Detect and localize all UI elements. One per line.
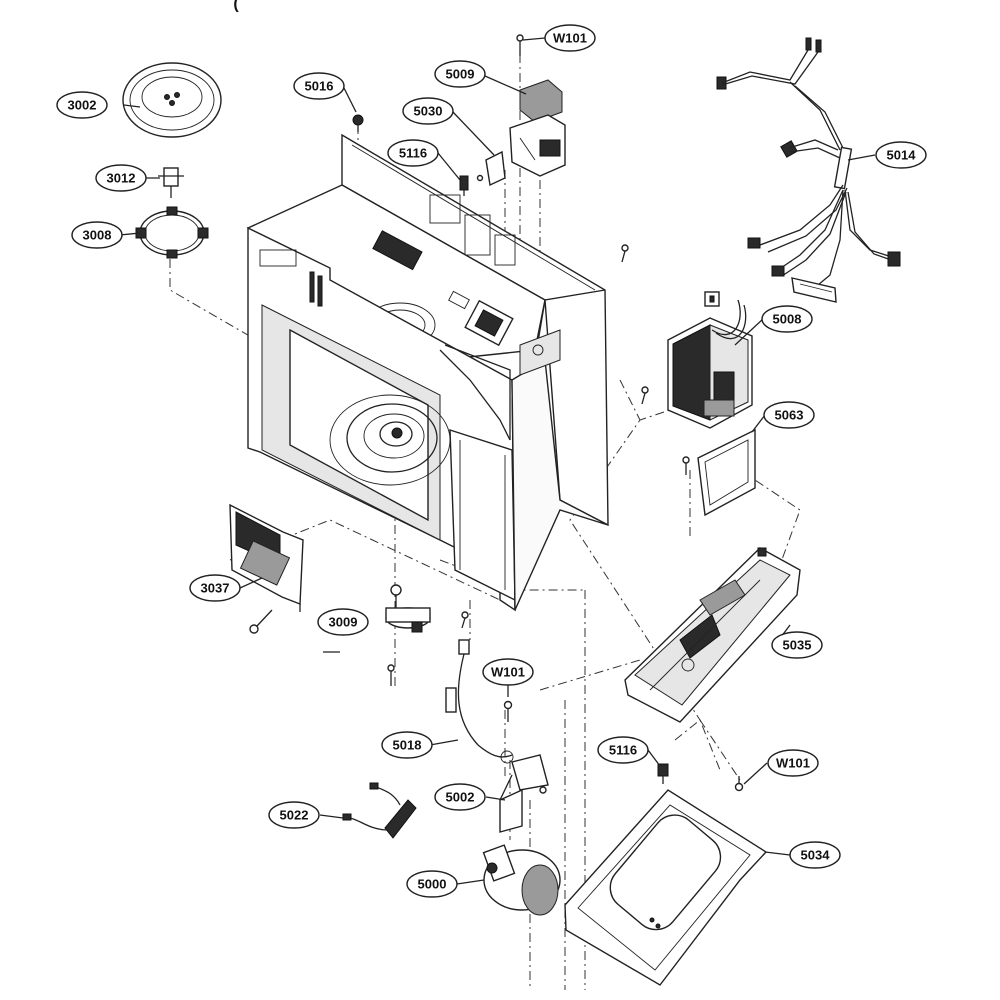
callout-3009: 3009 [317, 608, 369, 636]
base-tray-5035 [624, 547, 801, 723]
callout-w101-mid: W101 [482, 658, 534, 686]
callout-label: 3002 [68, 98, 97, 113]
callout-5008: 5008 [761, 305, 813, 333]
roller-ring [135, 206, 209, 259]
header-mark: ( [233, 0, 239, 13]
wire-harness-5014 [716, 37, 901, 303]
switch-5116-top [459, 175, 469, 196]
base-plate-5034 [564, 789, 768, 986]
switch-5116-bot [657, 763, 669, 784]
callout-label: 5063 [775, 408, 804, 423]
callout-label: W101 [776, 756, 810, 771]
callout-label: 5018 [393, 738, 422, 753]
callout-5018: 5018 [381, 731, 433, 759]
fan-bracket-5002 [499, 754, 549, 833]
callout-3008: 3008 [71, 221, 123, 249]
callout-label: 3012 [107, 171, 136, 186]
callout-5022: 5022 [268, 801, 320, 829]
turntable-coupler [158, 167, 184, 198]
cover-5063 [682, 428, 756, 517]
callout-label: 5002 [446, 790, 475, 805]
screw-w101-top [516, 34, 524, 56]
callout-5000: 5000 [406, 870, 458, 898]
callout-label: 5116 [399, 146, 427, 161]
sensor-5016 [352, 114, 364, 132]
callout-5034: 5034 [789, 841, 841, 869]
callout-3012: 3012 [95, 164, 147, 192]
control-board-3037 [229, 503, 304, 634]
thermal-cutout-5018 [445, 639, 514, 764]
cavity-frame [246, 133, 609, 612]
callout-label: 5014 [887, 148, 917, 163]
screw-right-top [621, 244, 649, 405]
callout-label: 5034 [801, 848, 831, 863]
callout-5014: 5014 [875, 141, 927, 169]
callout-5002: 5002 [434, 783, 486, 811]
thermistor-5022 [342, 782, 417, 839]
relay-5009 [509, 79, 566, 177]
callout-label: 5035 [783, 638, 812, 653]
transformer-5008 [667, 291, 753, 429]
callout-label: 3008 [83, 228, 112, 243]
turntable-tray [122, 62, 222, 138]
callout-5009: 5009 [434, 60, 486, 88]
callout-label: 3037 [201, 581, 230, 596]
screw-w101-bot [734, 776, 744, 792]
callout-5116-top: 5116 [387, 139, 439, 167]
callout-label: 5022 [280, 808, 309, 823]
callout-label: 5008 [773, 312, 802, 327]
bracket-5030 [476, 150, 506, 187]
turntable-motor-3009 [323, 584, 469, 686]
callout-5016: 5016 [293, 72, 345, 100]
callout-label: W101 [553, 31, 587, 46]
callout-5035: 5035 [771, 631, 823, 659]
screw-w101-mid [503, 700, 513, 722]
fan-motor-5000 [482, 844, 561, 916]
callout-5030: 5030 [402, 97, 454, 125]
callout-label: 5016 [305, 79, 334, 94]
callout-label: 5116 [609, 743, 637, 758]
callout-w101-bot: W101 [767, 749, 819, 777]
callout-3037: 3037 [189, 574, 241, 602]
callout-label: 3009 [329, 615, 358, 630]
callout-label: W101 [491, 665, 525, 680]
callout-w101-top: W101 [544, 24, 596, 52]
callout-5063: 5063 [763, 401, 815, 429]
callout-5116-bot: 5116 [597, 736, 649, 764]
callout-3002: 3002 [56, 91, 108, 119]
callout-label: 5000 [418, 877, 447, 892]
callout-label: 5030 [414, 104, 443, 119]
callout-label: 5009 [446, 67, 475, 82]
